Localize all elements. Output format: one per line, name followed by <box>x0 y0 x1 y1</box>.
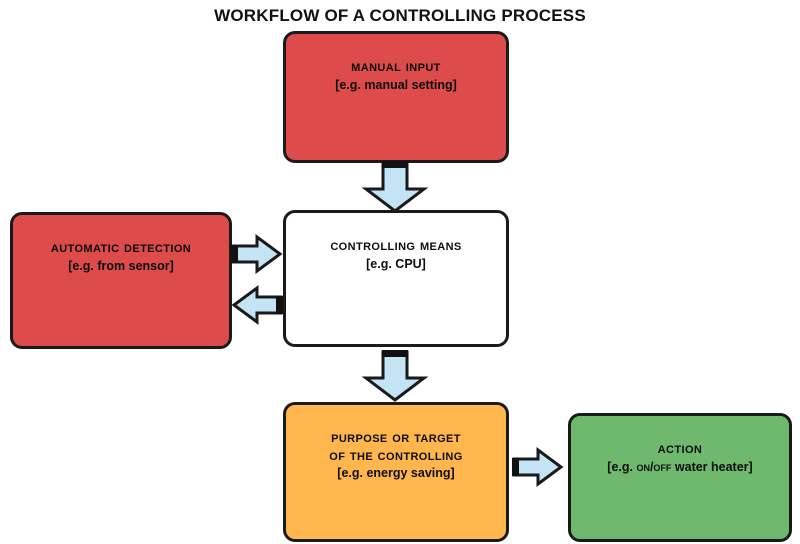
node-action-title: ACTION <box>657 440 703 457</box>
node-automatic-detection-title: AUTOMATIC DETECTION <box>50 239 192 256</box>
node-controlling-means-title: CONTROLLING MEANS <box>330 237 462 254</box>
arrow-down-icon <box>361 350 429 402</box>
node-manual-input-title: MANUAL INPUT <box>351 58 441 75</box>
node-purpose-target-subtitle: [e.g. energy saving] <box>337 466 455 481</box>
node-automatic-detection[interactable]: AUTOMATIC DETECTION [e.g. from sensor] <box>10 212 232 349</box>
arrow-right-detection-to-controlling-means <box>231 234 283 274</box>
node-action-subtitle-onoff: ON/OFF <box>636 459 672 474</box>
node-action-subtitle: [e.g. ON/OFF water heater] <box>607 460 752 475</box>
node-purpose-target-title-line1: PURPOSE OR TARGET <box>331 429 461 446</box>
node-action[interactable]: ACTION [e.g. ON/OFF water heater] <box>568 413 792 542</box>
node-purpose-target[interactable]: PURPOSE OR TARGET OF THE CONTROLLING [e.… <box>283 402 509 542</box>
arrow-right-icon <box>231 234 283 274</box>
node-manual-input[interactable]: MANUAL INPUT [e.g. manual setting] <box>283 31 509 163</box>
node-manual-input-subtitle: [e.g. manual setting] <box>335 77 457 92</box>
node-action-subtitle-prefix: [e.g. <box>607 459 637 474</box>
page-title: WORKFLOW OF A CONTROLLING PROCESS <box>214 6 586 25</box>
arrow-left-controlling-means-to-detection <box>231 285 283 325</box>
arrow-down-manual-to-controlling-means <box>358 161 432 213</box>
node-controlling-means-subtitle: [e.g. CPU] <box>366 256 426 271</box>
arrow-right-icon <box>512 447 564 487</box>
arrow-down-controlling-means-to-purpose <box>358 350 432 402</box>
node-controlling-means[interactable]: CONTROLLING MEANS [e.g. CPU] <box>283 210 509 347</box>
node-purpose-target-title-line2: OF THE CONTROLLING <box>329 446 463 464</box>
node-action-subtitle-suffix: water heater] <box>671 459 753 474</box>
arrow-right-purpose-to-action <box>512 447 564 487</box>
arrow-left-icon <box>231 285 283 325</box>
node-automatic-detection-subtitle: [e.g. from sensor] <box>68 258 174 273</box>
arrow-down-icon <box>361 161 429 213</box>
